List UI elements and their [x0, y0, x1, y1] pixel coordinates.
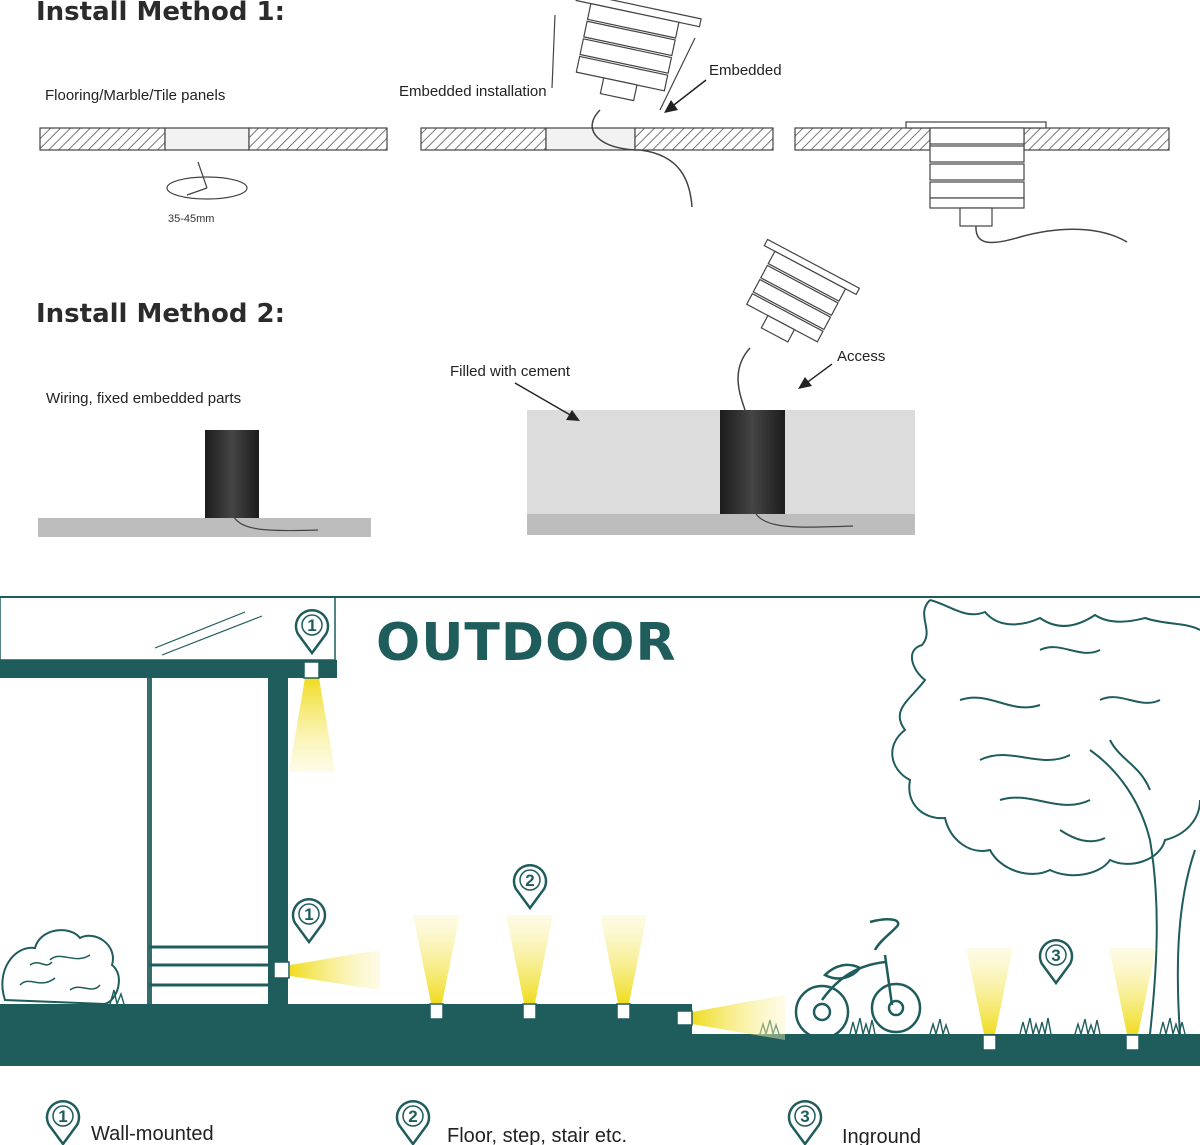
tricycle-icon — [794, 918, 922, 1040]
tilted-light-fixture — [575, 0, 702, 102]
ceiling-wall-light — [289, 661, 335, 772]
method-1-heading: Install Method 1: — [36, 0, 285, 27]
hole-outline — [166, 176, 248, 200]
floor-light — [600, 915, 647, 1020]
embedded-sleeve — [720, 410, 785, 514]
inground-light — [966, 948, 1013, 1051]
legend-item-wall-mounted: 1 Wall-mounted — [45, 1100, 214, 1145]
step-light — [676, 995, 785, 1040]
location-pin-icon — [787, 1100, 823, 1145]
embedded-sleeve-on-ground — [38, 430, 371, 537]
method-2-heading: Install Method 2: — [36, 299, 285, 329]
marker-1-wall: 1 — [291, 898, 327, 945]
ground — [0, 1004, 1200, 1066]
outdoor-scene: OUTDOOR — [0, 596, 1200, 1066]
arrow-embedded-icon — [664, 79, 707, 113]
hole-size-label: 35-45mm — [168, 213, 214, 225]
marker-number: 3 — [1051, 946, 1060, 965]
legend-number: 1 — [58, 1107, 67, 1126]
legend-label: Inground — [842, 1126, 921, 1145]
label-wiring-fixed-parts: Wiring, fixed embedded parts — [46, 390, 241, 407]
label-embedded-installation: Embedded installation — [399, 83, 547, 100]
bush-icon — [1, 929, 120, 1006]
legend-number: 2 — [408, 1107, 417, 1126]
label-embedded: Embedded — [709, 62, 782, 79]
legend-label: Wall-mounted — [91, 1123, 214, 1145]
cement-filled-scene: Filled with cement Access — [450, 238, 915, 535]
inground-light — [1109, 948, 1156, 1051]
marker-number: 1 — [307, 616, 316, 635]
marker-1-ceiling: 1 — [294, 609, 330, 656]
marker-2-floor: 2 — [512, 864, 548, 911]
location-pin-icon — [45, 1100, 81, 1145]
marker-number: 1 — [304, 905, 313, 924]
floor-light — [413, 915, 460, 1020]
label-filled-with-cement: Filled with cement — [450, 363, 571, 380]
legend-item-inground: 3 Inground — [787, 1100, 921, 1145]
legend: 1 Wall-mounted 2 Floor, step, stair etc.… — [45, 1100, 921, 1145]
location-pin-icon — [395, 1100, 431, 1145]
label-flooring-panels: Flooring/Marble/Tile panels — [45, 87, 225, 104]
legend-item-floor: 2 Floor, step, stair etc. — [395, 1100, 627, 1145]
tree-icon — [891, 599, 1200, 1035]
install-method-2: Install Method 2: Wiring, fixed embedded… — [36, 238, 915, 537]
outdoor-title: OUTDOOR — [376, 613, 677, 673]
marker-3-inground: 3 — [1038, 939, 1074, 986]
floor-light — [506, 915, 553, 1020]
arrow-access-icon — [798, 363, 833, 389]
house-structure — [0, 596, 337, 1008]
installed-light-in-floor — [794, 121, 1170, 244]
floor-panel-with-hole: 35-45mm — [39, 127, 388, 225]
tilted-light-fixture — [745, 238, 861, 343]
label-access: Access — [837, 348, 885, 365]
marker-number: 2 — [525, 871, 534, 890]
legend-label: Floor, step, stair etc. — [447, 1125, 627, 1145]
arrow-cement-icon — [514, 382, 580, 421]
embedded-sleeve — [205, 430, 259, 518]
install-method-1: Install Method 1: Flooring/Marble/Tile p… — [36, 0, 1170, 244]
legend-number: 3 — [800, 1107, 809, 1126]
embedded-installation-step: Embedded installation Embedded — [399, 0, 782, 208]
wall-light — [273, 950, 380, 990]
